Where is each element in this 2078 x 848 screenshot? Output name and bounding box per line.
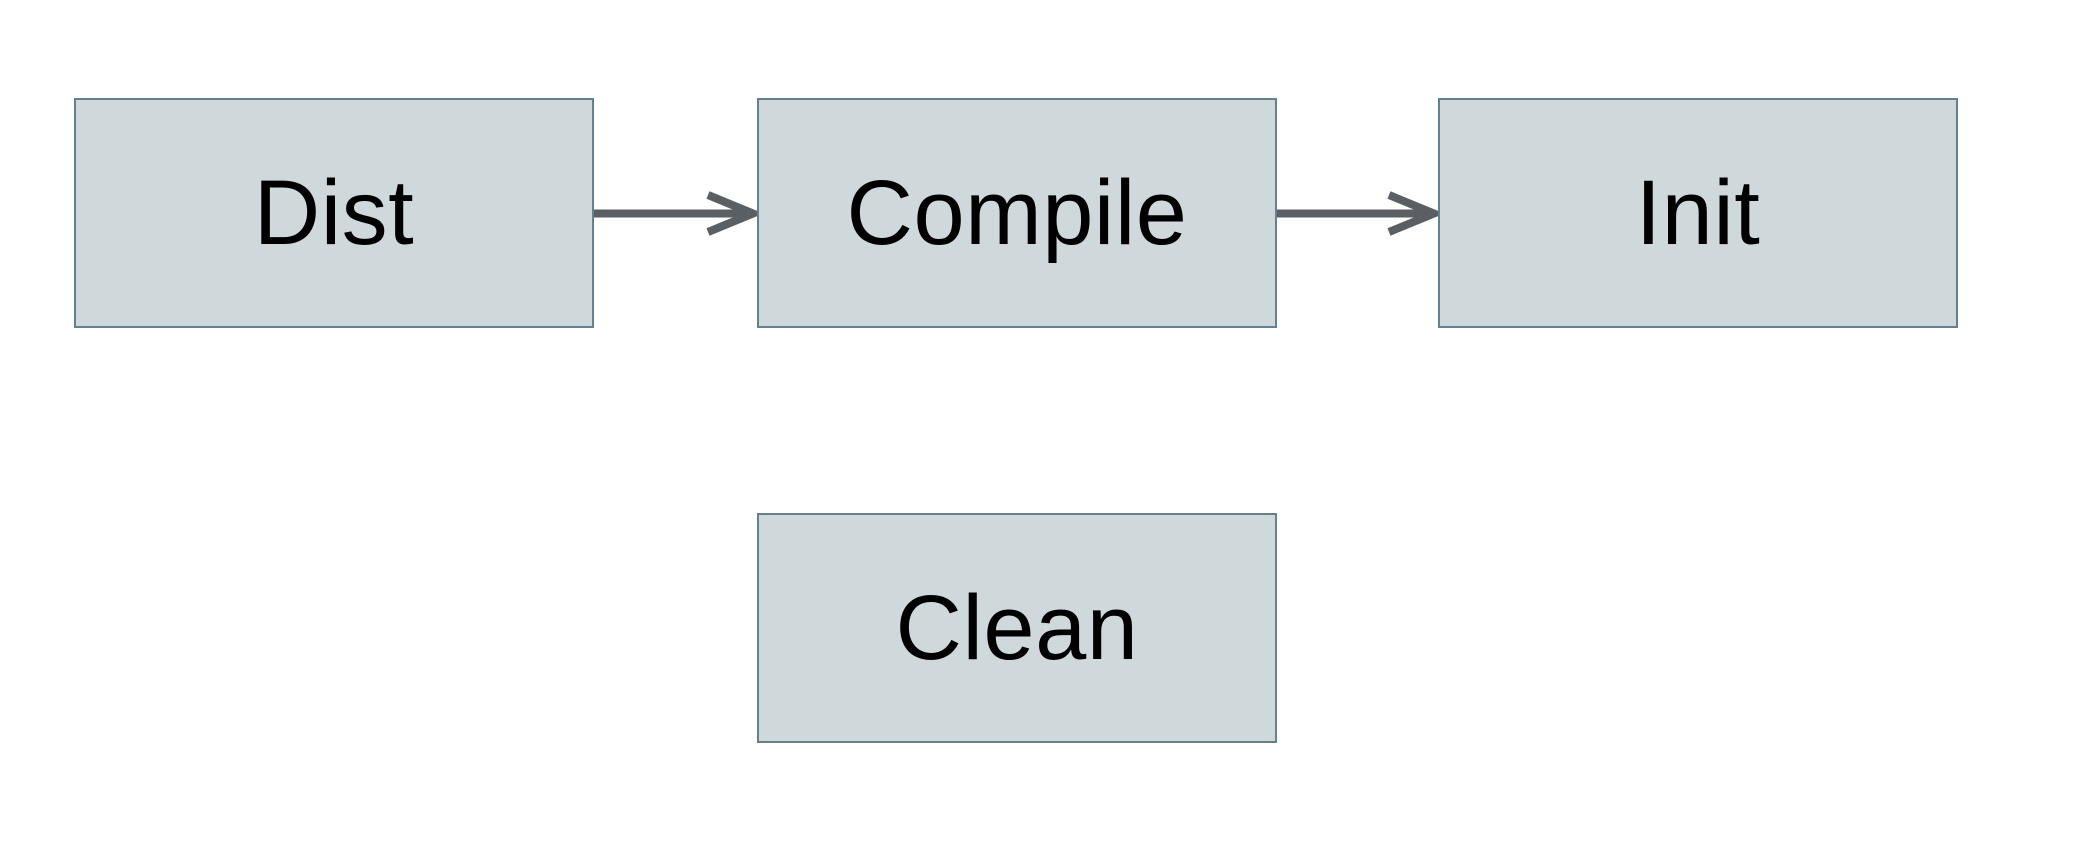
arrow-head-icon xyxy=(1387,191,1445,236)
node-clean-label: Clean xyxy=(895,577,1139,679)
arrow-compile-to-init[interactable] xyxy=(1277,191,1445,236)
node-init[interactable]: Init xyxy=(1438,98,1958,328)
node-clean[interactable]: Clean xyxy=(757,513,1277,743)
node-init-label: Init xyxy=(1635,162,1761,264)
node-compile-label: Compile xyxy=(846,162,1188,264)
arrow-dist-to-compile[interactable] xyxy=(594,191,764,236)
node-dist[interactable]: Dist xyxy=(74,98,594,328)
arrow-head-icon xyxy=(706,191,764,236)
node-compile[interactable]: Compile xyxy=(757,98,1277,328)
node-dist-label: Dist xyxy=(253,162,415,264)
